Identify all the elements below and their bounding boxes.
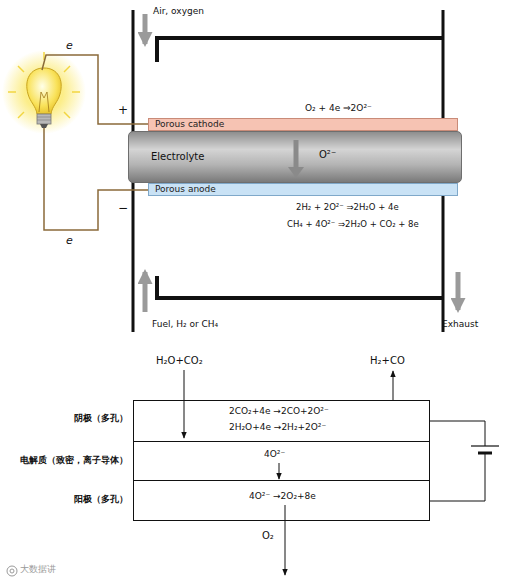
layer-label: 电解质（致密，离子导体） bbox=[20, 455, 128, 466]
battery-symbol bbox=[430, 421, 499, 501]
electrolysis-layer: 阴极（多孔）2CO₂+4e →2CO+2O²⁻2H₂O+4e →2H₂+2O²⁻ bbox=[133, 400, 430, 442]
annotation: CH₄ + 4O²⁻ ⇒2H₂O + CO₂ + 8e bbox=[287, 219, 419, 229]
annotation: Exhaust bbox=[442, 319, 478, 330]
annotation: Fuel, H₂ or CH₄ bbox=[152, 319, 218, 330]
annotation: e bbox=[66, 39, 73, 52]
cell-layer: Electrolyte O²⁻ bbox=[128, 131, 462, 183]
reaction-text: 2CO₂+4e →2CO+2O²⁻ bbox=[229, 406, 329, 417]
layer-label: Electrolyte bbox=[151, 151, 204, 163]
electrolysis-layer: 阳极（多孔）4O²⁻ →2O₂+8e bbox=[133, 480, 430, 521]
reaction-text: 4O²⁻ →2O₂+8e bbox=[249, 491, 316, 502]
annotation: e bbox=[66, 234, 73, 247]
annotation: + bbox=[118, 103, 128, 117]
annotation: Air, oxygen bbox=[153, 6, 204, 17]
reaction-text: 2H₂O+4e →2H₂+2O²⁻ bbox=[229, 422, 326, 433]
layer-label: 阳极（多孔） bbox=[74, 494, 128, 505]
watermark: 大数据讲 bbox=[20, 564, 56, 575]
annotation: 2H₂ + 2O²⁻ ⇒2H₂O + 4e bbox=[296, 202, 399, 212]
layer-label: Porous cathode bbox=[155, 119, 224, 130]
annotation: O₂ bbox=[262, 530, 274, 542]
annotation: O₂ + 4e ⇒2O²⁻ bbox=[305, 103, 372, 114]
annotation: H₂O+CO₂ bbox=[156, 355, 203, 367]
electrolysis-layer: 电解质（致密，离子导体）4O²⁻ bbox=[133, 441, 430, 481]
ion-flow-arrow bbox=[294, 140, 299, 168]
reaction-text: 4O²⁻ bbox=[264, 449, 285, 460]
layer-label: 阴极（多孔） bbox=[74, 413, 128, 424]
watermark-icon bbox=[7, 566, 17, 576]
layer-label: Porous anode bbox=[155, 184, 216, 195]
cell-layer: Porous anode bbox=[148, 183, 458, 196]
annotation: − bbox=[118, 201, 128, 215]
reaction-text: O²⁻ bbox=[319, 149, 336, 161]
cell-layer: Porous cathode bbox=[148, 118, 458, 131]
ion-flow-arrowhead bbox=[288, 167, 304, 178]
annotation: H₂+CO bbox=[370, 355, 405, 367]
